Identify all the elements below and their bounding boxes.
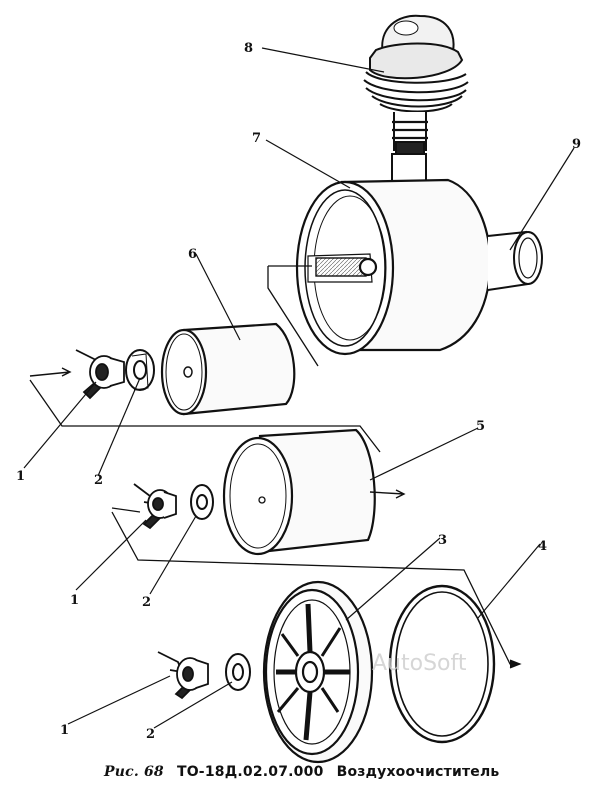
figure-number: Рис. 68 — [104, 764, 164, 780]
leader-lines — [23, 47, 575, 729]
callout-1-middle: 1 — [70, 593, 79, 608]
flow-arrow-middle — [369, 489, 406, 499]
callout-labels: 8 7 9 6 5 1 2 3 4 1 2 1 2 — [16, 41, 581, 742]
callout-6: 6 — [188, 247, 197, 262]
washer-middle-part-2 — [190, 484, 214, 520]
callout-9: 9 — [572, 137, 581, 152]
outer-filter-part-5 — [222, 428, 376, 556]
wing-nut-lower-part-1 — [157, 651, 209, 700]
housing-part-7 — [295, 178, 543, 356]
figure-caption: Рис. 68 ТО-18Д.02.07.000 Воздухоочистите… — [104, 764, 499, 780]
wing-nut-middle-part-1 — [133, 483, 177, 530]
figure-title: Воздухоочиститель — [336, 764, 500, 780]
intake-cap-part-8 — [363, 14, 469, 189]
callout-2-middle: 2 — [142, 595, 151, 610]
callout-7: 7 — [252, 131, 261, 146]
flow-arrow-middle-left — [111, 507, 141, 513]
callout-2-upper: 2 — [94, 473, 103, 488]
callout-2-lower: 2 — [146, 727, 155, 742]
connector-line-upper — [267, 265, 319, 367]
drawing-code: ТО-18Д.02.07.000 — [176, 764, 324, 780]
watermark: AutoSoft — [372, 651, 467, 676]
wing-nut-upper-part-1 — [75, 349, 125, 400]
washer-upper-part-2 — [125, 349, 155, 391]
callout-3: 3 — [438, 533, 447, 548]
connector-line-middle — [29, 379, 381, 453]
callout-4: 4 — [538, 539, 547, 554]
callout-1-lower: 1 — [60, 723, 69, 738]
bottom-cover-part-3 — [262, 580, 374, 764]
filter-element-part-6 — [160, 322, 296, 416]
washer-lower-part-2 — [225, 653, 251, 691]
callout-8: 8 — [244, 41, 253, 56]
callout-1-upper: 1 — [16, 469, 25, 484]
flow-arrow-upper — [29, 367, 72, 377]
callout-5: 5 — [476, 419, 485, 434]
sealing-ring-part-4 — [388, 584, 496, 744]
flow-arrow-lower — [509, 659, 522, 669]
